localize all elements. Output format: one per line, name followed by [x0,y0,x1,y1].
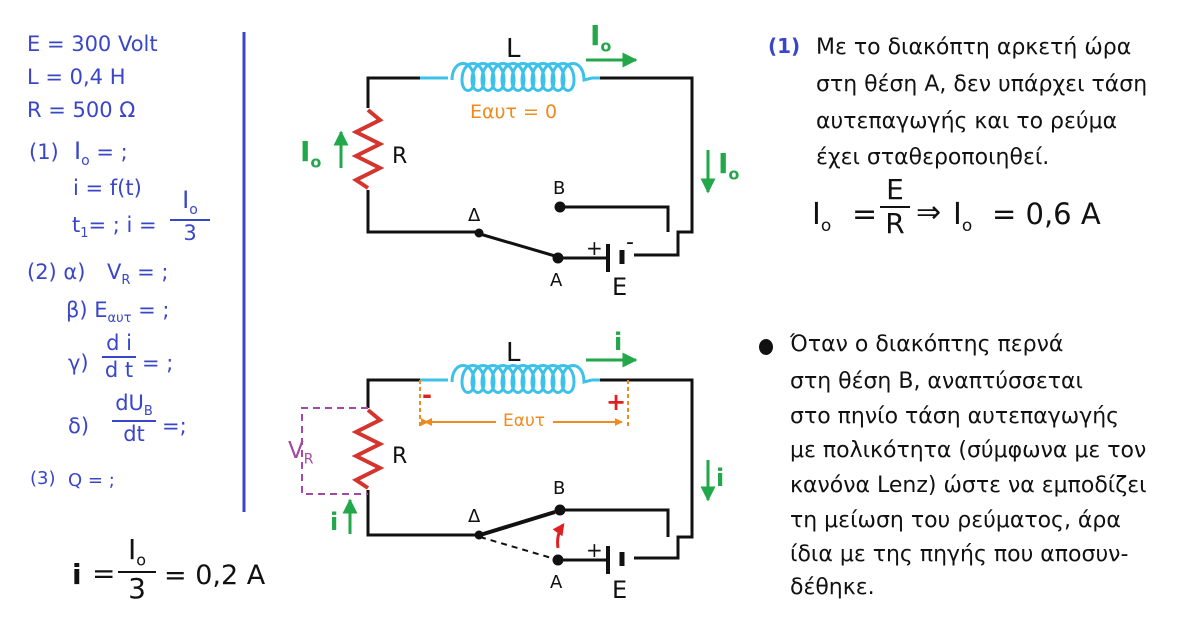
top-label-io-top: Io [590,19,612,56]
q1-io: Io = ; [74,137,128,169]
q1-t1: t1= ; i = [72,213,157,242]
top-node-a [552,252,564,264]
top-label-d: Δ [468,205,481,226]
bottom-label-r: R [392,444,408,469]
bottom-wire-b [560,508,670,537]
top-resistor [351,108,385,190]
note-2-line-7: ίδια με της πηγής που αποσυν- [790,542,1129,567]
top-node-b [554,201,566,213]
note-2-line-4: με πολικότητα (σύμφωνα με τον [790,438,1147,463]
top-label-e: E [612,273,628,301]
q2d-label: δ) [68,414,90,438]
top-label-a: A [550,270,563,291]
switch-move-arrow [552,523,565,549]
formula-eq: = [852,197,878,232]
formula-tail: = 0,6 A [992,197,1101,231]
bullet-icon [759,339,773,355]
bottom-label-plus: + [586,538,603,562]
q2b: β) Eαυτ = ; [66,298,170,327]
note-2-line-2: στη θέση Β, αναπτύσσεται [790,369,1083,394]
bottom-label-i-left: i [330,508,339,536]
formula-rhs: Io [953,197,973,236]
bottom-resistor [351,408,385,490]
q3-text: Q = ; [68,470,115,491]
top-coil [450,62,593,92]
top-wire-left [366,76,448,108]
bottom-label-i-right: i [716,464,725,492]
q1-fraction: Io 3 [170,188,210,244]
note-1-label: (1) [768,34,801,58]
coil-minus: - [422,381,432,409]
top-wire-bottom-left [366,190,478,234]
bottom-wire-bottom-left [366,490,478,537]
bottom-label-a: A [550,572,563,593]
note-2-line-3: στο πηνίο τάση αυτεπαγωγής [790,404,1120,429]
bottom-node-a [552,554,564,566]
top-label-io-right: Io [718,147,740,184]
q3-label: (3) [30,468,56,489]
top-label-io-left: Io [300,135,322,172]
bottom-label-b: B [553,478,566,499]
top-node-d [474,228,484,238]
q2c-label: γ) [68,351,89,375]
top-wire-right [592,76,694,257]
q2a: VR = ; [107,260,169,289]
bottom-label-vr: VR [288,438,314,468]
bottom-wire-left [366,378,448,408]
result-eq: = [92,557,116,590]
coil-plus: + [606,388,627,416]
eaut-arrowhead-left [424,418,432,426]
note-1-line-2: στη θέση Α, δεν υπάρχει τάση [816,72,1148,97]
top-label-l: L [506,34,521,64]
note-2-line-8: δέθηκε. [790,575,875,600]
result-tail: = 0,2 A [164,560,266,591]
q2-label: (2) α) [27,260,86,284]
q1-label: (1) [29,140,59,164]
result-i: i [72,558,82,591]
bottom-label-d: Δ [468,506,481,527]
q2d-tail: =; [162,414,187,438]
note-2-line-6: τη μείωση του ρεύματος, άρα [790,508,1121,533]
formula-arrow: ⇒ [916,195,942,230]
given-l: L = 0,4 H [27,65,126,89]
result-fraction: Io 3 [118,536,156,603]
note-2-line-1: Όταν ο διακόπτης περνά [790,332,1064,357]
top-circuit [351,62,694,272]
bottom-switch-old [479,536,556,560]
bottom-node-d [474,530,484,540]
top-label-minus: - [626,230,634,255]
bottom-label-eaut: Eαυτ [503,411,546,431]
formula-fraction: E R [880,176,910,238]
top-wire-b [560,205,670,232]
note-2-line-5: κανόνα Lenz) ώστε να εμποδίζει [790,473,1147,498]
bottom-node-b [554,504,566,516]
given-r: R = 500 Ω [27,98,136,122]
top-label-eaut: Eαυτ = 0 [470,101,558,123]
bottom-label-e: E [612,576,628,604]
formula-lhs: Io [812,197,832,236]
note-1-line-3: αυτεπαγωγής και το ρεύμα [816,109,1118,134]
bottom-switch-arm [479,510,556,537]
note-1-line-1: Με το διακόπτη αρκετή ώρα [816,35,1132,60]
q2c-fraction: d i d t [102,333,136,381]
bottom-circuit [351,364,694,574]
given-e: E = 300 Volt [27,32,158,56]
q2d-fraction: dUB dt [112,393,156,445]
note-1-line-4: έχει σταθεροποιηθεί. [816,145,1050,170]
vr-bracket [301,407,368,495]
q1-func: i = f(t) [73,176,142,200]
bottom-wire-right [592,378,694,560]
top-label-r: R [392,144,408,169]
bottom-label-i-top: i [614,328,623,356]
top-label-b: B [553,178,566,199]
top-switch-arm [479,232,556,258]
q2c-tail: = ; [142,351,174,375]
bottom-label-l: L [506,338,521,368]
top-label-plus: + [586,236,603,260]
bottom-coil [450,364,593,394]
